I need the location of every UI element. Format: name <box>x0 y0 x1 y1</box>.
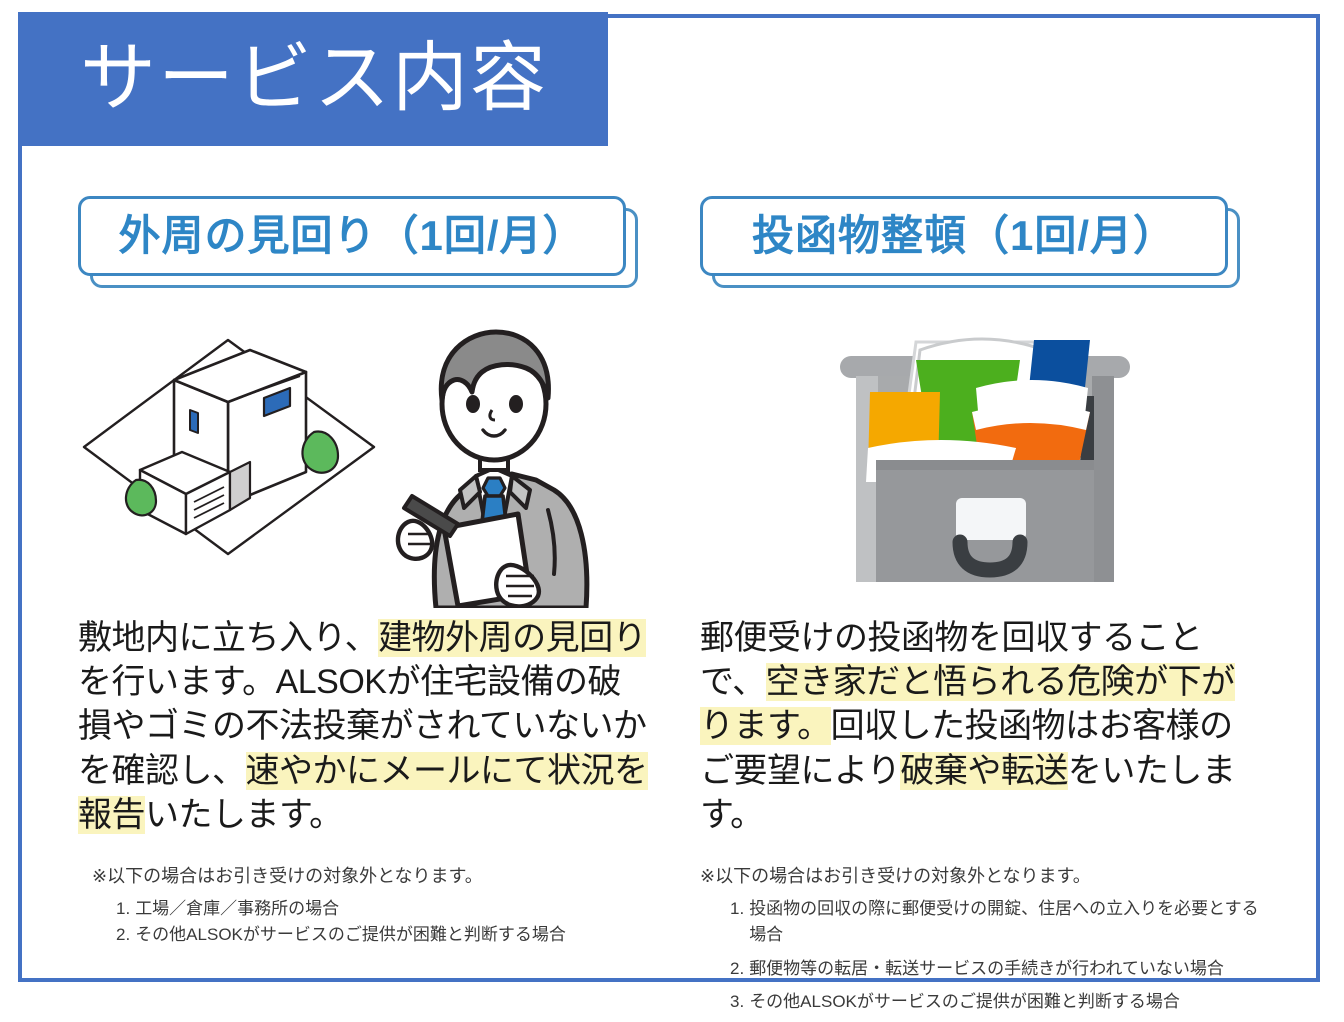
mailbox-with-mail-icon <box>840 337 1130 582</box>
note-item: 1. 投函物の回収の際に郵便受けの開錠、住居への立入りを必要とする場合 <box>700 896 1300 949</box>
note-number: 2. <box>116 925 131 945</box>
desc-segment: 郵便受けの投函物を回収することで、 <box>700 619 1203 702</box>
note-number: 1. <box>116 898 131 918</box>
note-text: その他ALSOKがサービスのご提供が困難と判断する場合 <box>135 925 566 945</box>
service-description: 敷地内に立ち入り、建物外周の見回りを行います。ALSOKが住宅設備の破損やゴミの… <box>78 616 648 837</box>
note-number: 3. <box>730 991 745 1011</box>
desc-segment: いたします。 <box>145 795 343 834</box>
illustration-mailbox <box>700 310 1300 610</box>
page-title: サービス内容 <box>80 36 548 121</box>
note-item: 1. 工場／倉庫／事務所の場合 <box>78 896 678 922</box>
service-column-outer-patrol: 外周の見回り（1回/月） <box>78 196 678 949</box>
note-item: 2. その他ALSOKがサービスのご提供が困難と判断する場合 <box>78 922 678 948</box>
notes-list: 1. 工場／倉庫／事務所の場合 2. その他ALSOKがサービスのご提供が困難と… <box>78 896 678 949</box>
note-number: 1. <box>730 898 745 918</box>
desc-segment: を行います。ALSOKが住宅設備の破損やゴミの不法投棄がされていないかを確認し、 <box>78 663 647 790</box>
service-column-mail-tidying: 投函物整頓（1回/月） <box>700 196 1300 1022</box>
desc-segment-highlight: 建物外周の見回り <box>378 619 647 657</box>
notes-list: 1. 投函物の回収の際に郵便受けの開錠、住居への立入りを必要とする場合 2. 郵… <box>700 896 1300 1015</box>
section-heading-mail-tidying: 投函物整頓（1回/月） <box>700 196 1300 304</box>
heading-box: 投函物整頓（1回/月） <box>700 196 1228 276</box>
note-text: 郵便物等の転居・転送サービスの手続きが行われていない場合 <box>749 958 1224 978</box>
title-banner: サービス内容 <box>18 12 608 146</box>
note-item: 2. 郵便物等の転居・転送サービスの手続きが行われていない場合 <box>700 956 1300 982</box>
illustration-house-inspector <box>78 310 678 610</box>
notes-lead: ※以下の場合はお引き受けの対象外となります。 <box>700 865 1091 886</box>
note-number: 2. <box>730 958 745 978</box>
desc-segment-highlight: 破棄や転送 <box>900 751 1068 790</box>
house-on-plot-icon <box>82 338 376 556</box>
note-item: 3. その他ALSOKがサービスのご提供が困難と判断する場合 <box>700 989 1300 1015</box>
desc-segment: 回収した投函物はお客様のご要望により <box>700 707 1233 790</box>
exclusion-notes: ※以下の場合はお引き受けの対象外となります。 1. 投函物の回収の際に郵便受けの… <box>700 863 1300 1015</box>
service-description: 郵便受けの投函物を回収することで、空き家だと悟られる危険が下がります。回収した投… <box>700 616 1265 837</box>
section-heading-outer-patrol: 外周の見回り（1回/月） <box>78 196 678 304</box>
note-text: その他ALSOKがサービスのご提供が困難と判断する場合 <box>749 991 1180 1011</box>
heading-label: 外周の見回り（1回/月） <box>118 212 586 259</box>
heading-box: 外周の見回り（1回/月） <box>78 196 626 276</box>
desc-segment: 敷地内に立ち入り、 <box>78 619 379 657</box>
note-text: 投函物の回収の際に郵便受けの開錠、住居への立入りを必要とする場合 <box>749 898 1259 945</box>
exclusion-notes: ※以下の場合はお引き受けの対象外となります。 1. 工場／倉庫／事務所の場合 2… <box>78 863 678 949</box>
notes-lead: ※以下の場合はお引き受けの対象外となります。 <box>92 865 483 886</box>
heading-label: 投函物整頓（1回/月） <box>751 212 1177 259</box>
slide-border-frame <box>18 14 1320 982</box>
inspector-person-icon <box>395 329 590 608</box>
desc-segment: をいたします。 <box>700 751 1236 834</box>
note-text: 工場／倉庫／事務所の場合 <box>135 898 340 918</box>
